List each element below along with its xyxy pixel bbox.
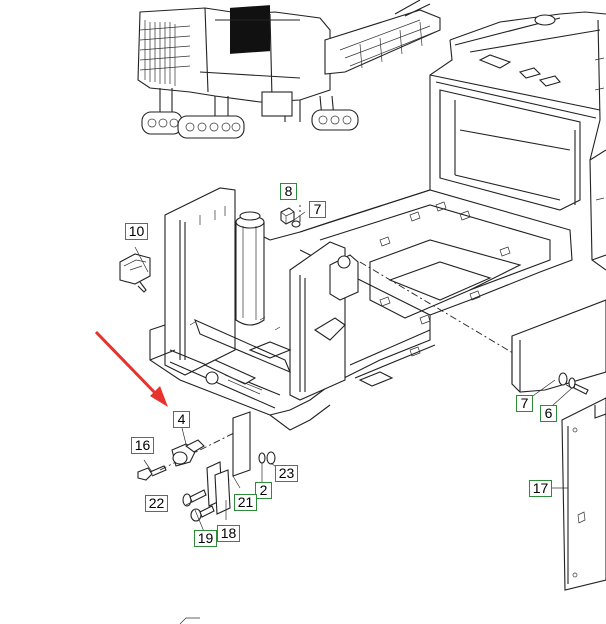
side-panel [511, 299, 606, 591]
part-2-nut [258, 452, 266, 464]
part-7-washer-right [558, 372, 568, 386]
callout-part-6: 6 [540, 405, 557, 422]
callout-part-2: 2 [255, 482, 272, 499]
callout-part-16: 16 [131, 437, 154, 454]
callout-part-22: 22 [145, 495, 168, 512]
machine-overview-illustration [137, 0, 441, 139]
callout-part-8: 8 [280, 183, 297, 200]
part-6-bolt [568, 377, 589, 395]
column-pipe [235, 211, 265, 326]
part-23-washer [266, 451, 276, 465]
callout-part-23: 23 [275, 465, 298, 482]
track-front-left [141, 111, 183, 135]
part-18-bracket [206, 461, 231, 515]
part-22-screw [182, 489, 207, 507]
part-21-plate [232, 411, 251, 477]
callout-part-10: 10 [125, 223, 148, 240]
part-16-key [137, 465, 167, 481]
track-rear [311, 109, 359, 131]
part-8-nut [280, 207, 295, 225]
callout-part-17: 17 [529, 480, 552, 497]
part-10-lock [119, 253, 151, 293]
part-19-screw [190, 505, 215, 522]
callout-part-21: 21 [234, 494, 257, 511]
machine-window [230, 5, 270, 54]
callout-part-19: 19 [194, 530, 217, 547]
track-front-right [177, 115, 245, 139]
callout-part-18: 18 [217, 525, 240, 542]
red-arrow-icon [94, 330, 168, 407]
callout-part-7-right: 7 [516, 395, 533, 412]
main-frame-drawing [149, 11, 606, 501]
part-7-washer-top [291, 220, 301, 228]
part-4-latch [171, 439, 205, 467]
callout-part-7-top: 7 [309, 201, 326, 218]
callout-part-4: 4 [173, 411, 190, 428]
